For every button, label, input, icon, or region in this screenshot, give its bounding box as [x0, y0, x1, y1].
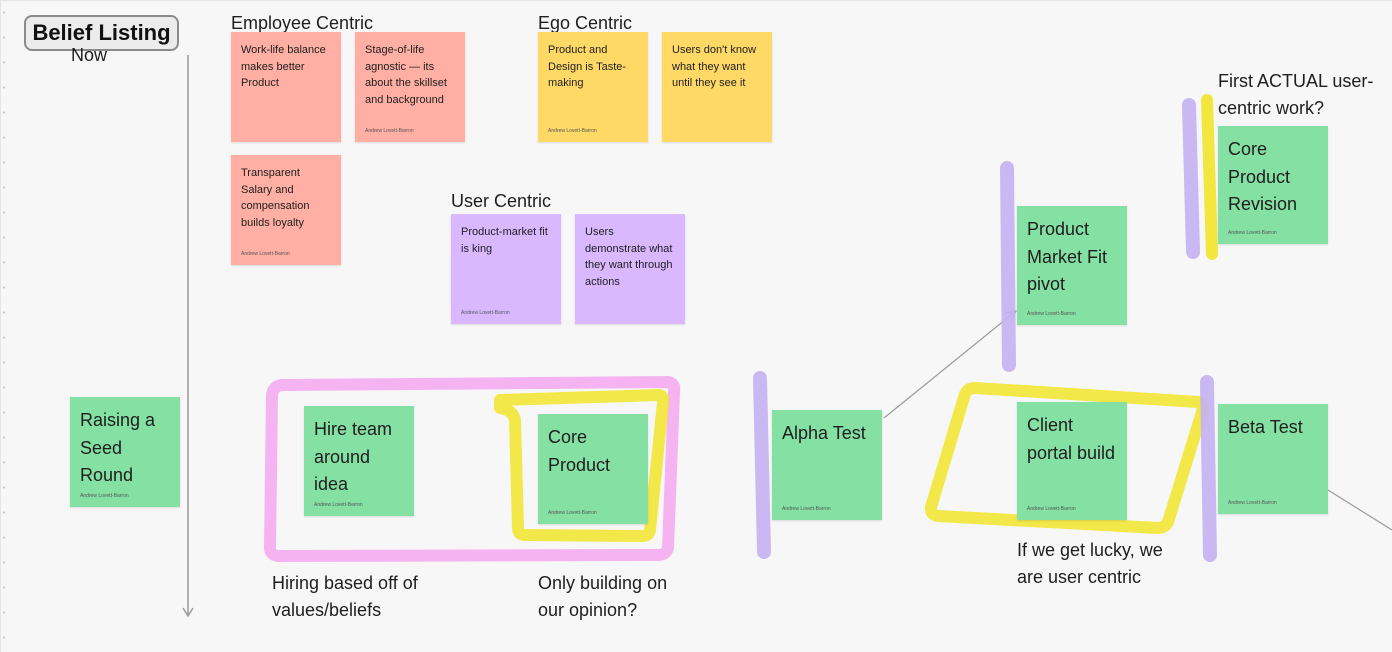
sticky-author: Andrew Lovett-Barron [1228, 230, 1277, 236]
sticky-text: Core Product Revision [1228, 139, 1298, 214]
sticky-author: Andrew Lovett-Barron [782, 506, 831, 512]
board-title-badge[interactable]: Belief Listing [24, 15, 179, 51]
timeline-arrowhead [182, 607, 194, 618]
sticky-text: Product and Design is Taste-making [548, 44, 627, 89]
connector-beta-out [1327, 489, 1392, 531]
sticky-text: Raising a Seed Round [80, 410, 156, 485]
purple-marker-beta [1200, 375, 1217, 562]
sticky-text: Beta Test [1228, 417, 1303, 437]
sticky-text: Product-market fit is king [461, 226, 548, 255]
canvas-ruler-dots [2, 0, 6, 652]
sticky-note[interactable]: Hire team around idea Andrew Lovett-Barr… [304, 406, 414, 516]
sticky-note[interactable]: Product Market Fit pivot Andrew Lovett-B… [1017, 206, 1127, 325]
sticky-note[interactable]: Core Product Revision Andrew Lovett-Barr… [1218, 126, 1328, 244]
annotation-only-building[interactable]: Only building on our opinion? [538, 573, 668, 620]
sticky-author: Andrew Lovett-Barron [314, 502, 363, 508]
sticky-note[interactable]: Core Product Andrew Lovett-Barron [538, 414, 648, 524]
connector-alpha-to-pivot [883, 310, 1017, 419]
sticky-note[interactable]: Stage-of-life agnostic — its about the s… [355, 32, 465, 142]
sticky-author: Andrew Lovett-Barron [1228, 500, 1277, 506]
sticky-author: Andrew Lovett-Barron [365, 128, 414, 134]
sticky-text: Stage-of-life agnostic — its about the s… [365, 44, 447, 106]
sticky-text: Alpha Test [782, 423, 866, 443]
annotation-first-actual[interactable]: First ACTUAL user-centric work? [1218, 71, 1374, 118]
sticky-note[interactable]: Work-life balance makes better Product [231, 32, 341, 142]
sticky-author: Andrew Lovett-Barron [461, 310, 510, 316]
sticky-text: Hire team around idea [314, 419, 393, 494]
sticky-author: Andrew Lovett-Barron [548, 510, 597, 516]
sticky-note[interactable]: Users demonstrate what they want through… [575, 214, 685, 324]
sticky-note[interactable]: Product-market fit is king Andrew Lovett… [451, 214, 561, 324]
annotation-hiring[interactable]: Hiring based off of values/beliefs [272, 573, 418, 620]
sticky-text: Core Product [548, 427, 611, 475]
sticky-text: Client portal build [1027, 415, 1116, 463]
group-employee-centric-label[interactable]: Employee Centric [231, 13, 374, 33]
sticky-author: Andrew Lovett-Barron [1027, 311, 1076, 317]
sticky-text: Product Market Fit pivot [1027, 219, 1108, 294]
sticky-note[interactable]: Product and Design is Taste-making Andre… [538, 32, 648, 142]
sticky-note[interactable]: Transparent Salary and compensation buil… [231, 155, 341, 265]
annotation-lucky[interactable]: If we get lucky, we are user centric [1017, 540, 1163, 587]
sticky-text: Work-life balance makes better Product [241, 44, 326, 89]
sticky-text: Users don't know what they want until th… [672, 44, 757, 89]
sticky-author: Andrew Lovett-Barron [80, 493, 129, 499]
sticky-author: Andrew Lovett-Barron [1027, 506, 1076, 512]
sticky-author: Andrew Lovett-Barron [548, 128, 597, 134]
group-ego-centric-label[interactable]: Ego Centric [538, 13, 633, 33]
sticky-note[interactable]: Alpha Test Andrew Lovett-Barron [772, 410, 882, 520]
sticky-note[interactable]: Client portal build Andrew Lovett-Barron [1017, 402, 1127, 520]
sticky-note[interactable]: Beta Test Andrew Lovett-Barron [1218, 404, 1328, 514]
purple-marker-revision [1182, 98, 1200, 259]
sticky-text: Transparent Salary and compensation buil… [241, 167, 310, 229]
purple-marker-alpha [753, 371, 771, 559]
sticky-note[interactable]: Raising a Seed Round Andrew Lovett-Barro… [70, 397, 180, 507]
sticky-author: Andrew Lovett-Barron [241, 251, 290, 257]
group-user-centric-label[interactable]: User Centric [451, 191, 552, 211]
timeline-now-label: Now [71, 45, 108, 65]
sticky-text: Users demonstrate what they want through… [585, 226, 673, 288]
sticky-note[interactable]: Users don't know what they want until th… [662, 32, 772, 142]
purple-marker-pivot [1000, 161, 1016, 372]
connector-arrowhead [1004, 310, 1018, 322]
yellow-marker-bar [1201, 94, 1218, 260]
